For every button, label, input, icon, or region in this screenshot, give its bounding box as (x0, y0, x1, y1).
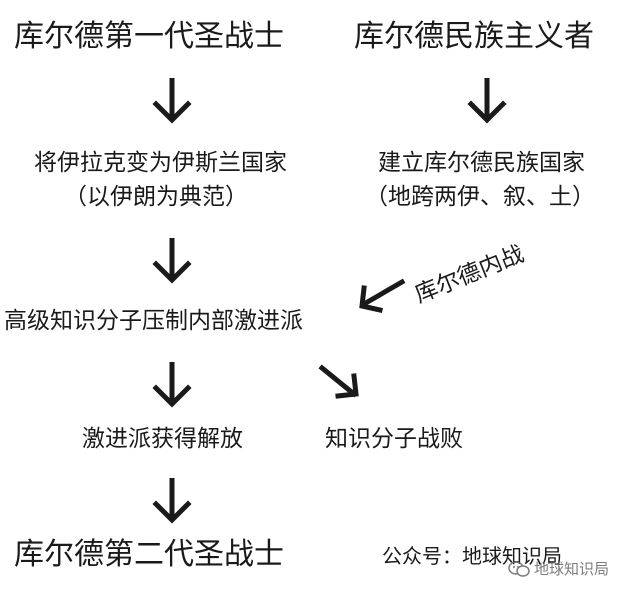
left-step1-line1: 将伊拉克变为伊斯兰国家 (34, 150, 287, 176)
watermark-text: 地球知识局 (534, 559, 610, 578)
left-step3: 激进派获得解放 (82, 426, 243, 452)
left-down-arrow-icon (359, 278, 406, 313)
watermark: 地球知识局 (508, 560, 609, 578)
down-arrow-icon (152, 78, 192, 124)
wechat-icon (508, 561, 530, 577)
left-step2: 高级知识分子压制内部激进派 (4, 308, 303, 334)
diagonal-down-right-arrow-icon (318, 364, 359, 399)
right-step1-line2: （地跨两伊、叙、土） (365, 184, 595, 210)
civil-war-label: 库尔德内战 (411, 241, 528, 309)
down-arrow-icon (152, 478, 192, 524)
down-arrow-icon (467, 78, 507, 124)
left-step1-line2: （以伊朗为典范） (64, 184, 248, 210)
civil-war-label-wrap: 库尔德内战 (411, 241, 528, 309)
right-step1-line1: 建立库尔德民族国家 (378, 150, 585, 176)
down-arrow-icon (152, 238, 192, 284)
right-step3: 知识分子战败 (325, 426, 463, 452)
left-bottom-title: 库尔德第二代圣战士 (14, 537, 284, 572)
right-top-title: 库尔德民族主义者 (354, 19, 594, 54)
footer-credit: 公众号：地球知识局 (382, 544, 562, 568)
left-top-title: 库尔德第一代圣战士 (14, 19, 284, 54)
down-arrow-icon (152, 362, 192, 408)
